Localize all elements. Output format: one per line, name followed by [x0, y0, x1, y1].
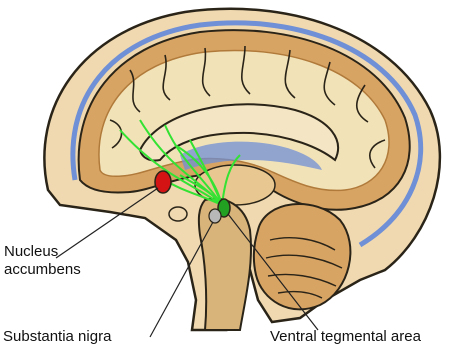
label-ventral-tegmental-area: Ventral tegmental area: [270, 328, 421, 346]
label-nucleus-accumbens: Nucleus accumbens: [4, 243, 81, 279]
label-nucleus-accumbens-line2: accumbens: [4, 261, 81, 279]
brainstem: [199, 199, 251, 330]
label-nucleus-accumbens-line1: Nucleus: [4, 243, 81, 261]
label-substantia-nigra: Substantia nigra: [3, 328, 111, 346]
pituitary: [169, 207, 187, 221]
substantia-nigra-marker: [209, 209, 221, 223]
nucleus-accumbens-marker: [155, 171, 171, 193]
